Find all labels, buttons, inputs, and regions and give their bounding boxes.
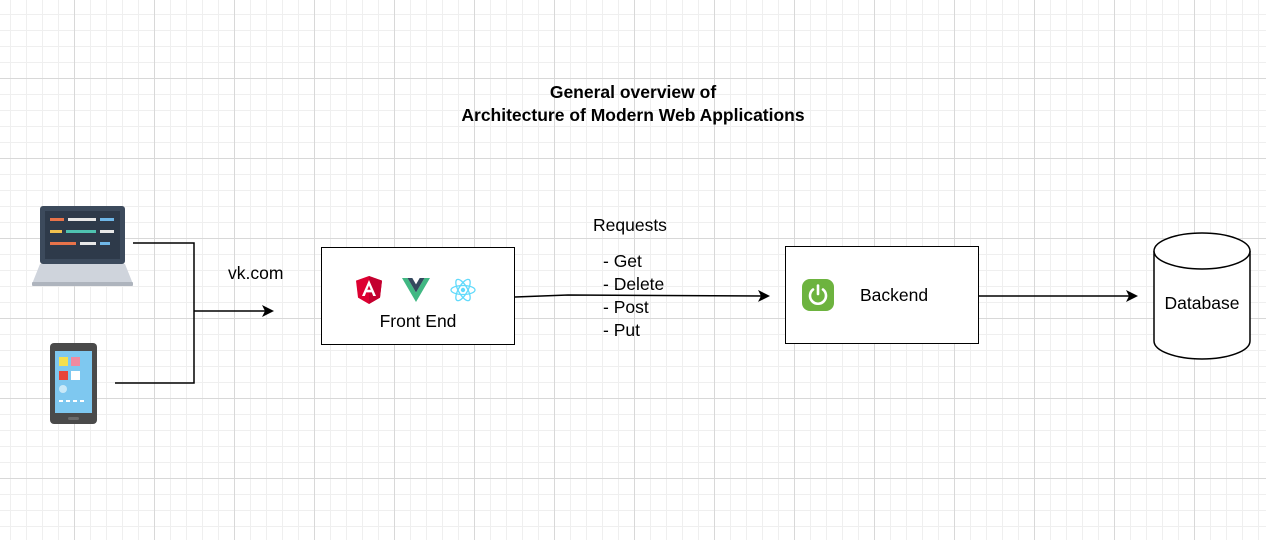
request-get: - Get <box>603 251 642 271</box>
spring-icon <box>802 279 834 311</box>
angular-icon <box>356 276 382 304</box>
request-post: - Post <box>603 297 649 317</box>
backend-label: Backend <box>860 285 929 305</box>
requests-heading: Requests <box>593 215 667 235</box>
react-icon <box>450 278 476 302</box>
diagram-title: General overview of Architecture of Mode… <box>0 81 1266 127</box>
laptop-icon <box>32 206 133 286</box>
client-label: vk.com <box>228 263 284 283</box>
vue-icon <box>402 278 430 302</box>
frontend-label: Front End <box>379 311 457 331</box>
phone-icon <box>50 343 97 424</box>
request-put: - Put <box>603 320 640 340</box>
phone-connector <box>115 311 195 384</box>
title-line-2: Architecture of Modern Web Applications <box>461 105 805 125</box>
backend-box: Backend <box>785 246 979 344</box>
database-cylinder <box>1153 232 1251 360</box>
request-delete: - Delete <box>603 274 665 294</box>
frontend-backend-arrow <box>514 289 770 302</box>
requests-list: - Get - Delete - Post - Put <box>603 250 664 342</box>
database-label: Database <box>1164 293 1240 313</box>
laptop-connector <box>133 242 195 311</box>
frontend-box: Front End <box>321 247 515 345</box>
title-line-1: General overview of <box>549 82 717 102</box>
